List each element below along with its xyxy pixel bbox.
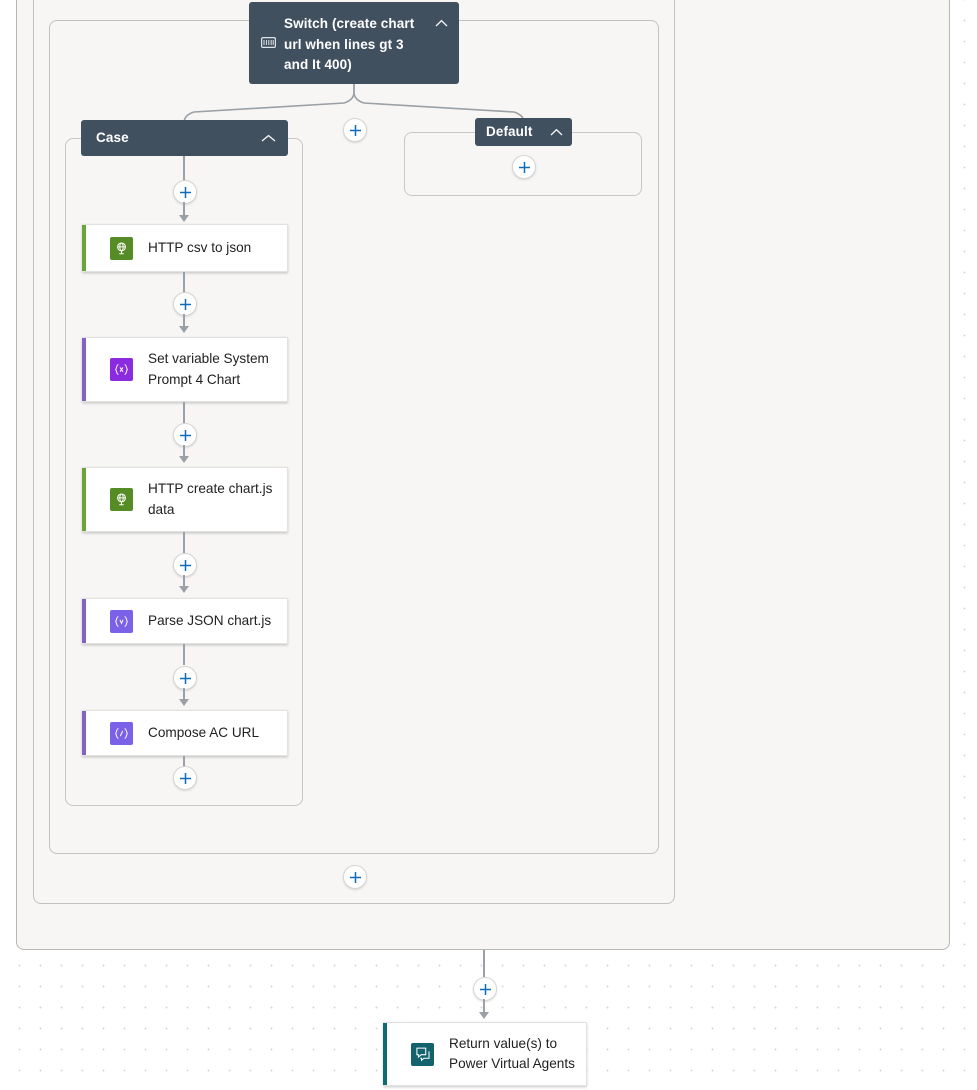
plus-icon (479, 983, 491, 995)
compose-braces-icon (110, 721, 133, 745)
connector-line (183, 202, 185, 219)
plus-icon (179, 672, 191, 684)
http-globe-icon (110, 236, 133, 260)
plus-icon (179, 429, 191, 441)
plus-icon (179, 559, 191, 571)
node-accent-bar (82, 599, 86, 643)
plus-icon (179, 772, 191, 784)
chevron-up-icon[interactable] (550, 125, 563, 140)
plus-icon (518, 161, 530, 173)
plus-icon (179, 298, 191, 310)
action-node-http-create-chartjs-data[interactable]: HTTP create chart.js data (82, 467, 288, 532)
default-branch-header[interactable]: Default (475, 118, 572, 146)
action-node-label: HTTP create chart.js data (148, 481, 273, 517)
branch-connectors (183, 84, 525, 124)
http-globe-icon (110, 488, 133, 511)
arrow-head (179, 215, 189, 222)
add-action-button-after-switch[interactable] (343, 865, 367, 889)
plus-icon (349, 124, 361, 136)
connector-line (183, 688, 185, 702)
connector-line (183, 445, 185, 459)
add-action-button-1[interactable] (173, 180, 197, 204)
connector-line (183, 272, 185, 293)
default-branch-label: Default (486, 124, 533, 139)
connector-line (183, 756, 185, 767)
arrow-head (179, 326, 189, 333)
plus-icon (179, 186, 191, 198)
arrow-head (179, 586, 189, 593)
node-accent-bar (383, 1023, 387, 1085)
action-node-label: Parse JSON chart.js (148, 612, 272, 628)
connector-line (183, 644, 185, 665)
add-action-button-default[interactable] (512, 155, 536, 179)
action-node-return-values-pva[interactable]: Return value(s) to Power Virtual Agents (383, 1022, 587, 1086)
connector-line (183, 575, 185, 589)
node-accent-bar (82, 225, 86, 271)
parse-json-braces-icon (110, 609, 133, 633)
action-node-label: Set variable System Prompt 4 Chart (148, 351, 269, 387)
add-action-button-final[interactable] (473, 977, 497, 1001)
action-node-label: Return value(s) to Power Virtual Agents (449, 1035, 575, 1072)
connector-line (183, 402, 185, 423)
add-branch-button[interactable] (343, 118, 367, 142)
add-action-button-6[interactable] (173, 766, 197, 790)
switch-node-header[interactable]: Switch (create chart url when lines gt 3… (249, 2, 459, 84)
switch-node-title: Switch (create chart url when lines gt 3… (284, 16, 415, 72)
action-node-label: HTTP csv to json (148, 239, 252, 255)
power-virtual-agents-chat-icon (411, 1042, 434, 1066)
add-action-button-3[interactable] (173, 423, 197, 447)
action-node-set-variable[interactable]: Set variable System Prompt 4 Chart (82, 337, 288, 402)
add-action-button-2[interactable] (173, 292, 197, 316)
chevron-up-icon[interactable] (435, 16, 448, 31)
arrow-head (179, 456, 189, 463)
set-variable-braces-icon (110, 358, 133, 381)
action-node-compose-ac-url[interactable]: Compose AC URL (82, 710, 288, 756)
action-node-label: Compose AC URL (148, 724, 260, 740)
node-accent-bar (82, 468, 86, 531)
plus-icon (349, 871, 361, 883)
connector-line (483, 950, 485, 977)
arrow-head (479, 1012, 489, 1019)
arrow-head (179, 699, 189, 706)
connector-line (183, 532, 185, 553)
connector-line (483, 999, 485, 1015)
add-action-button-4[interactable] (173, 553, 197, 577)
action-node-http-csv-to-json[interactable]: HTTP csv to json (82, 224, 288, 272)
action-node-parse-json-chartjs[interactable]: Parse JSON chart.js (82, 598, 288, 644)
connector-line (183, 314, 185, 329)
node-accent-bar (82, 338, 86, 401)
node-accent-bar (82, 711, 86, 755)
connector-line (183, 156, 185, 181)
add-action-button-5[interactable] (173, 666, 197, 690)
case-branch-header[interactable]: Case (81, 120, 288, 156)
chevron-up-icon[interactable] (261, 131, 276, 146)
case-branch-label: Case (96, 130, 129, 145)
switch-icon (261, 36, 277, 51)
